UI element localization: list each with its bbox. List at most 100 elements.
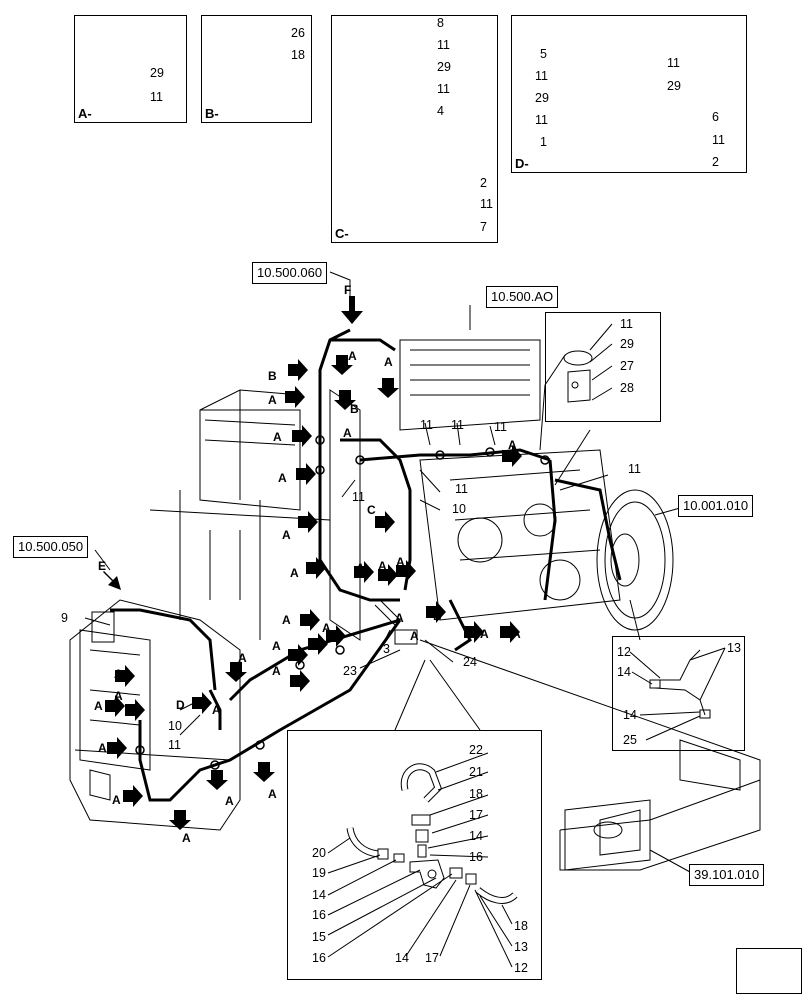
label-c-11b: 11: [437, 82, 450, 96]
callout-10-a: 10: [452, 502, 466, 516]
detail-panel-b: B-: [201, 15, 312, 123]
view-arrow-a: A: [348, 349, 357, 363]
inset-fitting-label-21: 21: [469, 765, 483, 779]
inset-fitting-label-16c: 16: [312, 951, 326, 965]
inset-clamp-label-11: 11: [620, 317, 633, 331]
inset-fitting-label-14a: 14: [469, 829, 483, 843]
inset-fitting-label-17a: 17: [469, 808, 483, 822]
label-c-7: 7: [480, 220, 487, 234]
label-a-29: 29: [150, 66, 164, 80]
callout-10-b: 10: [168, 719, 182, 733]
label-c-4: 4: [437, 104, 444, 118]
view-arrow-b2: B: [350, 402, 359, 416]
view-arrow-a: A: [278, 471, 287, 485]
view-arrow-a: A: [273, 430, 282, 444]
view-arrow-a: A: [282, 613, 291, 627]
view-arrow-a: A: [268, 787, 277, 801]
inset-fitting-label-12: 12: [514, 961, 528, 975]
label-d-29b: 29: [667, 79, 681, 93]
view-arrow-a: A: [225, 794, 234, 808]
label-c-8: 8: [437, 16, 444, 30]
inset-hose-label-13: 13: [727, 641, 741, 655]
inset-hose-label-25: 25: [623, 733, 637, 747]
label-d-11a: 11: [535, 69, 548, 83]
callout-11-b: 11: [451, 418, 464, 432]
view-arrow-a: A: [508, 438, 517, 452]
inset-fitting-label-19: 19: [312, 866, 326, 880]
label-d-11b: 11: [535, 113, 548, 127]
callout-9: 9: [61, 611, 68, 625]
view-arrow-a: A: [212, 703, 221, 717]
view-arrow-a: A: [512, 627, 521, 641]
inset-fitting-label-15: 15: [312, 930, 326, 944]
view-arrow-a: A: [182, 831, 191, 845]
view-arrow-a: A: [282, 528, 291, 542]
label-d-6: 6: [712, 110, 719, 124]
detail-panel-a: A-: [74, 15, 187, 123]
view-arrow-a: A: [268, 393, 277, 407]
view-arrow-d: D: [176, 698, 185, 712]
view-arrow-a: A: [356, 561, 365, 575]
view-arrow-a: A: [272, 664, 281, 678]
panel-title-d: D-: [515, 156, 529, 171]
inset-hose-detail: [612, 636, 745, 751]
panel-title-b: B-: [205, 106, 219, 121]
callout-11-g: 11: [168, 738, 181, 752]
reference-10-001-010[interactable]: 10.001.010: [678, 495, 754, 517]
label-c-11a: 11: [437, 38, 450, 52]
inset-fitting-label-18b: 18: [514, 919, 528, 933]
detail-panel-d: D-: [511, 15, 747, 173]
label-d-11d: 11: [712, 133, 725, 147]
inset-fitting-label-14c: 14: [395, 951, 409, 965]
view-arrow-a: A: [290, 566, 299, 580]
callout-24: 24: [463, 655, 477, 669]
reference-10-500-050[interactable]: 10.500.050: [13, 536, 89, 558]
view-arrow-e: E: [98, 559, 107, 573]
previous-page-button[interactable]: [736, 948, 802, 994]
inset-hose-label-14a: 14: [617, 665, 631, 679]
reference-39-101-010[interactable]: 39.101.010: [689, 864, 765, 886]
view-arrow-a: A: [98, 741, 107, 755]
callout-11-f: 11: [628, 462, 641, 476]
view-arrow-a: A: [480, 627, 489, 641]
callout-11-a: 11: [420, 418, 433, 432]
inset-fitting-label-14b: 14: [312, 888, 326, 902]
label-c-29: 29: [437, 60, 451, 74]
view-arrow-a: A: [378, 559, 387, 573]
view-arrow-a: A: [114, 689, 123, 703]
inset-fitting-label-13: 13: [514, 940, 528, 954]
callout-11-c: 11: [494, 420, 507, 434]
label-b-26: 26: [291, 26, 305, 40]
inset-clamp-label-27: 27: [620, 359, 634, 373]
detail-panel-c: C-: [331, 15, 498, 243]
panel-title-a: A-: [78, 106, 92, 121]
view-arrow-a: A: [395, 611, 404, 625]
label-c-11c: 11: [480, 197, 493, 211]
label-a-11: 11: [150, 90, 163, 104]
view-arrow-a: A: [384, 355, 393, 369]
reference-10-500-060[interactable]: 10.500.060: [252, 262, 328, 284]
view-arrow-b3: B: [433, 609, 442, 623]
view-arrow-b1: B: [268, 369, 277, 383]
view-arrow-a: A: [272, 639, 281, 653]
label-d-11c: 11: [667, 56, 680, 70]
inset-clamp-label-29: 29: [620, 337, 634, 351]
inset-clamp-detail: [545, 312, 661, 422]
view-arrow-a: A: [322, 621, 331, 635]
view-arrow-a: A: [94, 699, 103, 713]
reference-10-500-ao[interactable]: 10.500.AO: [486, 286, 559, 308]
view-arrow-a: A: [396, 555, 405, 569]
inset-fitting-label-16b: 16: [312, 908, 326, 922]
inset-fitting-label-20: 20: [312, 846, 326, 860]
panel-title-c: C-: [335, 226, 349, 241]
inset-hose-label-14b: 14: [623, 708, 637, 722]
label-d-29a: 29: [535, 91, 549, 105]
view-arrow-f: F: [344, 283, 352, 297]
back-arrow-icon: [737, 949, 801, 993]
callout-11-e: 11: [455, 482, 468, 496]
callout-23: 23: [343, 664, 357, 678]
label-d-1: 1: [540, 135, 547, 149]
view-arrow-a: A: [343, 426, 352, 440]
inset-clamp-label-28: 28: [620, 381, 634, 395]
inset-fitting-label-17b: 17: [425, 951, 439, 965]
